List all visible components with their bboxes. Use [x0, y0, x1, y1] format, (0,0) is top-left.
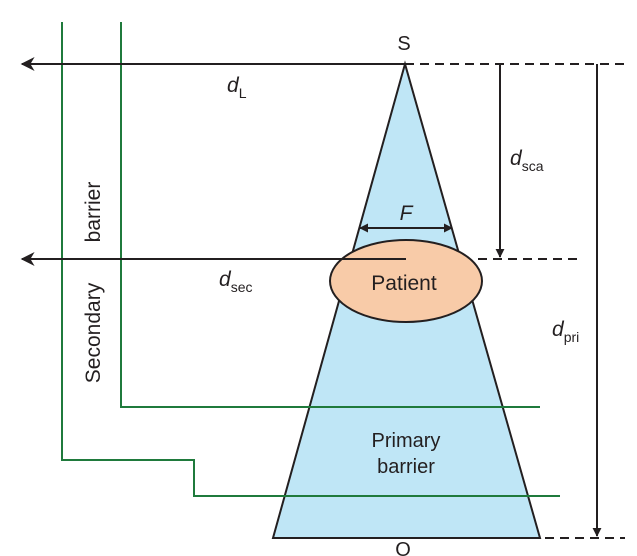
- primary-barrier-label-line2: barrier: [377, 456, 435, 478]
- d-sec-sub: sec: [231, 279, 253, 295]
- d-sca-label: dsca: [510, 147, 544, 174]
- patient-ellipse: [329, 239, 483, 323]
- d-pri-label: dpri: [552, 318, 579, 345]
- d-sec-main: d: [219, 268, 232, 291]
- source-label: S: [397, 33, 410, 55]
- secondary-barrier-label-word2: barrier: [82, 182, 105, 243]
- d-sca-main: d: [510, 147, 523, 170]
- d-pri-sub: pri: [564, 329, 580, 345]
- field-size-label: F: [400, 202, 414, 225]
- d-pri-main: d: [552, 318, 565, 341]
- primary-barrier-label-line1: Primary: [372, 430, 441, 452]
- secondary-barrier-outer: [61, 22, 560, 497]
- d-L-label: dL: [227, 74, 247, 101]
- origin-label: O: [395, 539, 411, 556]
- d-sca-sub: sca: [522, 158, 544, 174]
- d-L-main: d: [227, 74, 240, 97]
- d-sec-label: dsec: [219, 268, 252, 295]
- patient-label: Patient: [371, 272, 437, 295]
- secondary-barrier-label-word1: Secondary: [82, 282, 105, 383]
- secondary-barrier-inner: [120, 22, 540, 408]
- d-L-sub: L: [239, 85, 247, 101]
